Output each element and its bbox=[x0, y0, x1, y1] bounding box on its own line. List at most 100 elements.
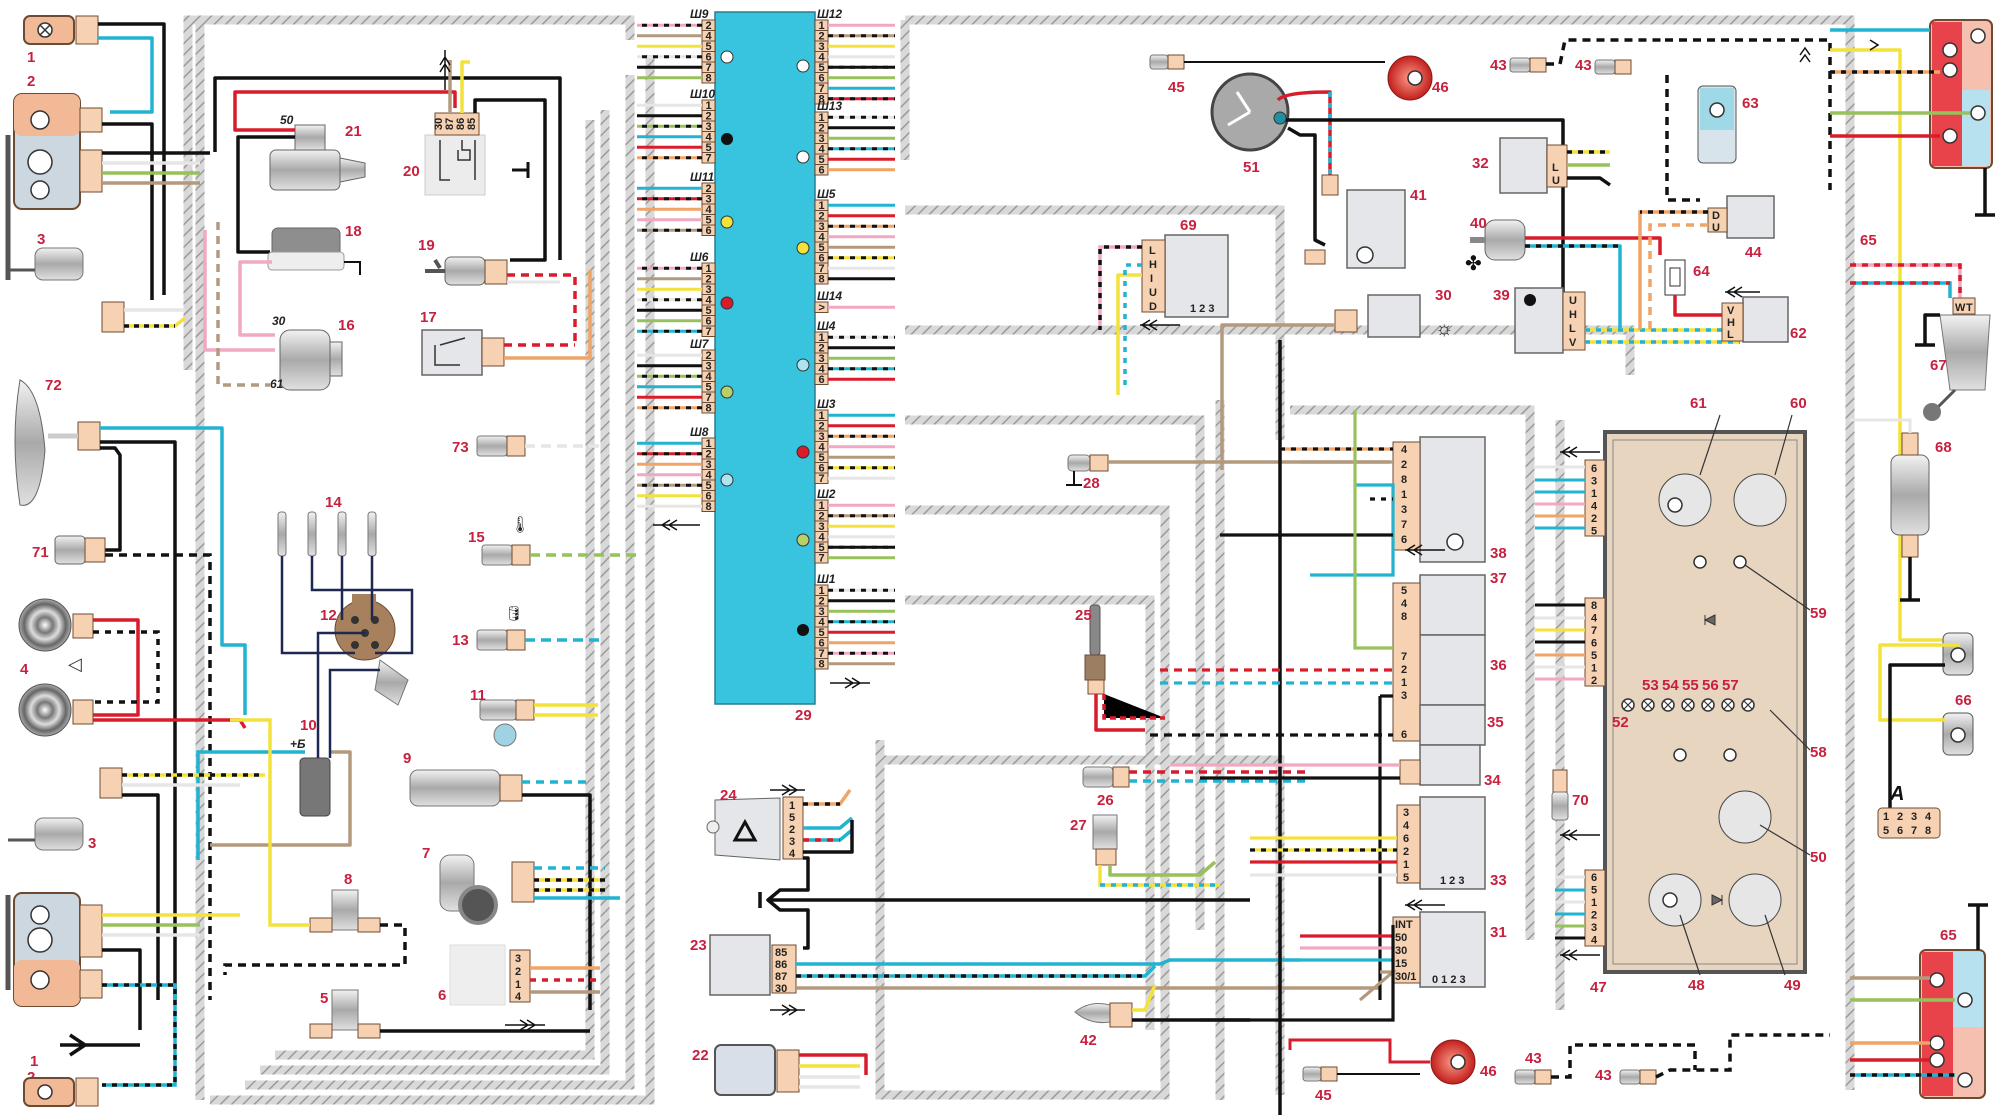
label-1-top: 1 bbox=[27, 49, 35, 66]
switch33-pin: 3 bbox=[1403, 807, 1409, 819]
label-27: 27 bbox=[1070, 817, 1087, 834]
label-64: 64 bbox=[1693, 263, 1710, 280]
label-33: 33 bbox=[1490, 872, 1507, 889]
cluster-pin: 5 bbox=[1591, 650, 1597, 662]
component-23-headlamp-relay: 85 86 87 30 23 bbox=[690, 934, 797, 996]
controller-pin: 3 bbox=[515, 953, 521, 965]
fusebox-pin-label: 1 bbox=[706, 100, 712, 112]
component-46-courtesy-lamp-bottom: 46 bbox=[1430, 1039, 1497, 1085]
component-45-door-switch-top: 45 bbox=[1149, 54, 1185, 96]
alternator-terminal-30: 30 bbox=[272, 314, 286, 328]
component-18-regulator: 18 bbox=[267, 223, 362, 275]
component-26-brake-switch: 26 bbox=[1082, 766, 1130, 809]
cluster-pin: 1 bbox=[1591, 488, 1597, 500]
connector-A-pin: 4 bbox=[1925, 811, 1932, 823]
fusebox-pin-label: 7 bbox=[706, 62, 712, 74]
fusebox-pin-label: 6 bbox=[819, 374, 825, 386]
fusebox-pin-label: 5 bbox=[706, 214, 712, 226]
fusebox-pin-label: > bbox=[819, 302, 825, 314]
label-40: 40 bbox=[1470, 215, 1487, 232]
fusebox-pin-label: 1 bbox=[819, 585, 825, 597]
label-56: 56 bbox=[1702, 677, 1719, 694]
fuse-indicator-green bbox=[720, 385, 734, 399]
component-3-top: 3 bbox=[8, 231, 84, 281]
direction-arrows bbox=[439, 39, 1880, 1031]
component-6-controller: 3 2 1 4 6 bbox=[438, 944, 531, 1006]
connector-A-pin: 8 bbox=[1925, 825, 1931, 837]
label-69: 69 bbox=[1180, 217, 1197, 234]
cluster-input-wires bbox=[1535, 465, 1585, 940]
component-65-rear-lamp-top bbox=[1929, 19, 1993, 169]
component-69-switch: L H I U D 1 2 3 69 bbox=[1141, 217, 1229, 318]
label-14: 14 bbox=[325, 494, 342, 511]
label-26: 26 bbox=[1097, 792, 1114, 809]
component-7-wiper-motor: 7 bbox=[422, 845, 535, 925]
label-16: 16 bbox=[338, 317, 355, 334]
component-11-hood-lamp: 11 bbox=[470, 687, 535, 747]
label-35: 35 bbox=[1487, 714, 1504, 731]
label-6: 6 bbox=[438, 987, 446, 1004]
label-20: 20 bbox=[403, 163, 420, 180]
component-27-pressure-switch: 27 bbox=[1070, 814, 1118, 866]
label-31: 31 bbox=[1490, 924, 1507, 941]
component-24-hazard-switch: 1 5 2 3 4 24 bbox=[706, 787, 804, 861]
component-15-temp-sensor: 15 🌡 bbox=[468, 516, 531, 566]
fusebox-pin-label: 4 bbox=[706, 469, 713, 481]
thermometer-icon: 🌡 bbox=[510, 516, 530, 534]
controller-pin: 2 bbox=[515, 966, 521, 978]
label-45-top: 45 bbox=[1168, 79, 1185, 96]
cluster-pin: 6 bbox=[1591, 638, 1597, 650]
relay20-pin: 30 bbox=[433, 118, 445, 130]
label-51: 51 bbox=[1243, 159, 1260, 176]
component-2-top: 2 bbox=[5, 73, 103, 280]
component-30-rheostat: ☼ 30 bbox=[1334, 287, 1453, 340]
label-71: 71 bbox=[32, 544, 49, 561]
switch62-pin: H bbox=[1727, 317, 1735, 329]
fusebox-pin-label: 4 bbox=[819, 531, 826, 543]
switch38-pin: 7 bbox=[1401, 519, 1407, 531]
fusebox-pin-label: 6 bbox=[819, 72, 825, 84]
component-17-switch: 17 bbox=[420, 309, 505, 376]
switch69-pin: H bbox=[1149, 259, 1157, 271]
indicator-lamp-cross bbox=[1703, 700, 1713, 710]
component-62-switch: V H L 62 bbox=[1721, 296, 1807, 343]
fan-icon: ✤ bbox=[1465, 253, 1482, 275]
component-9-solenoid: 9 bbox=[403, 750, 523, 807]
fuse-indicator-white bbox=[796, 150, 810, 164]
fusebox-pin-label: 3 bbox=[706, 121, 712, 133]
label-37: 37 bbox=[1490, 570, 1507, 587]
connector-A-pin: 3 bbox=[1911, 811, 1917, 823]
switch38-pin: 4 bbox=[1401, 444, 1408, 456]
fusebox-pin-label: 2 bbox=[706, 183, 712, 195]
fusebox-pin-label: 1 bbox=[819, 200, 825, 212]
label-21: 21 bbox=[345, 123, 362, 140]
fusebox-pin-label: 7 bbox=[819, 83, 825, 95]
fusebox-connector-Ш4: Ш4 bbox=[817, 319, 836, 333]
fusebox-right-connectors: Ш1212345678Ш13123456Ш512345678Ш14>Ш41234… bbox=[814, 7, 895, 670]
fusebox-pin-label: 5 bbox=[706, 480, 712, 492]
switch38-pin: 8 bbox=[1401, 474, 1407, 486]
label-48: 48 bbox=[1688, 977, 1705, 994]
relay23-pin: 85 bbox=[775, 947, 787, 959]
component-16-alternator: 30 61 16 bbox=[270, 314, 355, 391]
connector-A-pin: 6 bbox=[1897, 825, 1903, 837]
fusebox-pin-label: 2 bbox=[706, 110, 712, 122]
cluster-pin: 4 bbox=[1591, 613, 1598, 625]
switch38-pin: 3 bbox=[1401, 504, 1407, 516]
fusebox-pin-label: 6 bbox=[706, 51, 712, 63]
alternator-terminal-61: 61 bbox=[270, 377, 284, 391]
label-1-bottom: 1 bbox=[30, 1053, 38, 1070]
label-3-bottom: 3 bbox=[88, 835, 96, 852]
switch39-pin: V bbox=[1569, 337, 1577, 349]
sun-icon: ☼ bbox=[1435, 318, 1453, 340]
connector-A-label: A bbox=[1889, 783, 1904, 805]
switch69-pin: D bbox=[1149, 301, 1157, 313]
controller-pin: 4 bbox=[515, 991, 522, 1003]
switch69-pin: U bbox=[1149, 287, 1157, 299]
label-10: 10 bbox=[300, 717, 317, 734]
fusebox-pin-label: 6 bbox=[819, 637, 825, 649]
label-46-top: 46 bbox=[1432, 79, 1449, 96]
fusebox-pin-label: 6 bbox=[706, 225, 712, 237]
fuse-indicator-yellow bbox=[796, 241, 810, 255]
